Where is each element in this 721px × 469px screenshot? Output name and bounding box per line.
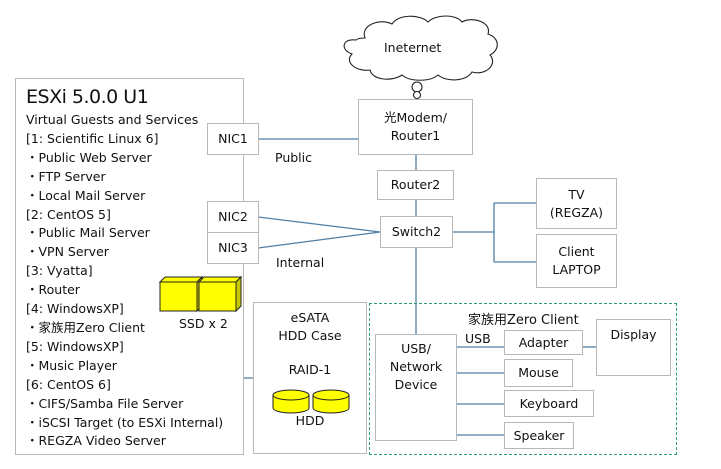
service-line: ・Public Mail Server	[26, 225, 150, 241]
router2-label: Router2	[390, 177, 441, 192]
nic2-switch-link	[257, 216, 381, 233]
esata-line2: HDD Case	[278, 328, 342, 343]
esata-hdd-case-box: eSATA HDD Case RAID-1 HDD	[253, 302, 367, 454]
nic3-label: NIC3	[218, 240, 248, 255]
guest-line: [6: CentOS 6]	[26, 376, 111, 392]
speaker-box: Speaker	[504, 422, 574, 449]
tv-line1: TV	[568, 186, 585, 202]
nic1-label: NIC1	[218, 131, 248, 146]
internet-cloud	[343, 15, 498, 100]
service-line: ・家族用Zero Client	[26, 319, 145, 335]
raid-label: RAID-1	[288, 362, 332, 377]
guest-line: [1: Scientific Linux 6]	[26, 130, 159, 146]
display-box: Display	[596, 319, 671, 376]
nic3-switch-link	[257, 231, 381, 249]
usb-device-line2: Network	[389, 359, 443, 374]
keyboard-label: Keyboard	[519, 395, 579, 411]
public-link-label: Public	[275, 150, 312, 165]
esxi-subtitle: Virtual Guests and Services	[26, 112, 199, 127]
service-line: ・iSCSI Target (to ESXi Internal)	[26, 414, 224, 430]
router2-box: Router2	[377, 170, 454, 200]
client-laptop-box: Client LAPTOP	[536, 234, 617, 288]
modem-line1: 光Modem/	[384, 110, 447, 125]
adapter-label: Adapter	[518, 334, 569, 350]
service-line: ・Music Player	[26, 357, 117, 373]
mouse-box: Mouse	[504, 359, 573, 387]
esxi-title: ESXi 5.0.0 U1	[26, 86, 149, 108]
modem-router1-box: 光Modem/ Router1	[358, 99, 473, 155]
cloud-bubble-large	[411, 81, 423, 93]
tv-line2: (REGZA)	[549, 204, 604, 220]
usb-device-line1: USB/	[401, 341, 431, 356]
display-label: Display	[610, 327, 657, 342]
usb-network-device-box: USB/ Network Device	[375, 334, 457, 441]
zero-client-title: 家族用Zero Client	[468, 313, 579, 328]
zero-client-group	[369, 303, 677, 455]
tv-box: TV (REGZA)	[536, 178, 617, 229]
nic3-box: NIC3	[207, 232, 259, 264]
guest-line: [3: Vyatta]	[26, 263, 93, 279]
cloud-bubble-small	[412, 90, 422, 100]
service-line: ・VPN Server	[26, 244, 109, 260]
switch2-box: Switch2	[380, 216, 453, 248]
nic1-box: NIC1	[207, 123, 259, 155]
nic2-box: NIC2	[207, 201, 259, 233]
usb-device-line3: Device	[394, 377, 438, 392]
service-line: ・Local Mail Server	[26, 187, 146, 203]
esata-line1: eSATA	[290, 310, 330, 325]
internet-label: Ineternet	[384, 40, 442, 55]
ssd-label: SSD x 2	[179, 316, 228, 331]
internal-link-label: Internal	[276, 255, 325, 270]
service-line: ・Public Web Server	[26, 149, 152, 165]
speaker-label: Speaker	[513, 427, 565, 443]
mouse-label: Mouse	[518, 365, 559, 380]
service-line: ・FTP Server	[26, 168, 106, 184]
keyboard-box: Keyboard	[504, 390, 594, 417]
usb-link-label: USB	[465, 331, 491, 346]
nic2-label: NIC2	[218, 209, 248, 224]
service-line: ・REGZA Video Server	[26, 433, 166, 449]
modem-line2: Router1	[390, 128, 441, 143]
laptop-line2: LAPTOP	[552, 262, 601, 277]
laptop-line1: Client	[558, 244, 595, 259]
adapter-box: Adapter	[504, 330, 583, 355]
guest-line: [5: WindowsXP]	[26, 338, 124, 354]
guest-line: [2: CentOS 5]	[26, 206, 111, 222]
switch2-label: Switch2	[391, 224, 442, 239]
esxi-host-box: ESXi 5.0.0 U1 Virtual Guests and Service…	[15, 78, 244, 455]
service-line: ・Router	[26, 282, 80, 298]
guest-line: [4: WindowsXP]	[26, 301, 124, 317]
service-line: ・CIFS/Samba File Server	[26, 395, 184, 411]
hdd-label: HDD	[295, 413, 325, 428]
